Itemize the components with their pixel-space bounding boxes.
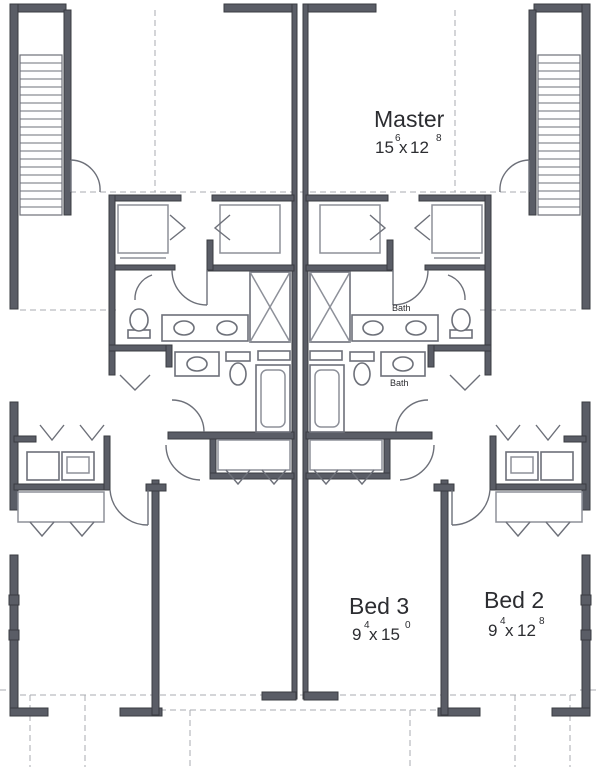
dashed-lines (0, 10, 600, 767)
svg-text:6: 6 (395, 133, 401, 144)
room-label-master: Master 15 6 x 12 8 (374, 106, 445, 157)
svg-text:15: 15 (375, 138, 394, 157)
svg-text:0: 0 (405, 620, 411, 631)
svg-text:8: 8 (539, 616, 545, 627)
svg-text:9: 9 (488, 621, 497, 640)
bath-fixtures-left (127, 271, 291, 433)
bath-labels: Bath Bath (390, 303, 411, 388)
svg-text:12: 12 (517, 621, 536, 640)
stair-left (19, 54, 63, 216)
bath-fixtures-right (309, 271, 473, 433)
laundry-right (505, 451, 574, 481)
svg-text:12: 12 (410, 138, 429, 157)
svg-text:Bed 3: Bed 3 (349, 593, 409, 619)
door-swings (29, 159, 571, 538)
closets (17, 204, 583, 523)
svg-text:Bath: Bath (392, 303, 411, 313)
svg-text:4: 4 (500, 616, 506, 627)
svg-text:Bed 2: Bed 2 (484, 587, 544, 613)
svg-text:x: x (369, 625, 378, 644)
walls (8, 3, 592, 717)
svg-text:x: x (505, 621, 514, 640)
svg-text:15: 15 (381, 625, 400, 644)
svg-text:x: x (399, 138, 408, 157)
room-label-bed2: Bed 2 9 4 x 12 8 (484, 587, 545, 640)
svg-text:4: 4 (364, 620, 370, 631)
room-label-bed3: Bed 3 9 4 x 15 0 (349, 593, 411, 644)
stair-right (537, 54, 581, 216)
svg-text:9: 9 (352, 625, 361, 644)
laundry-left (26, 451, 95, 481)
svg-text:Master: Master (374, 106, 445, 132)
svg-text:Bath: Bath (390, 378, 409, 388)
svg-text:8: 8 (436, 133, 442, 144)
